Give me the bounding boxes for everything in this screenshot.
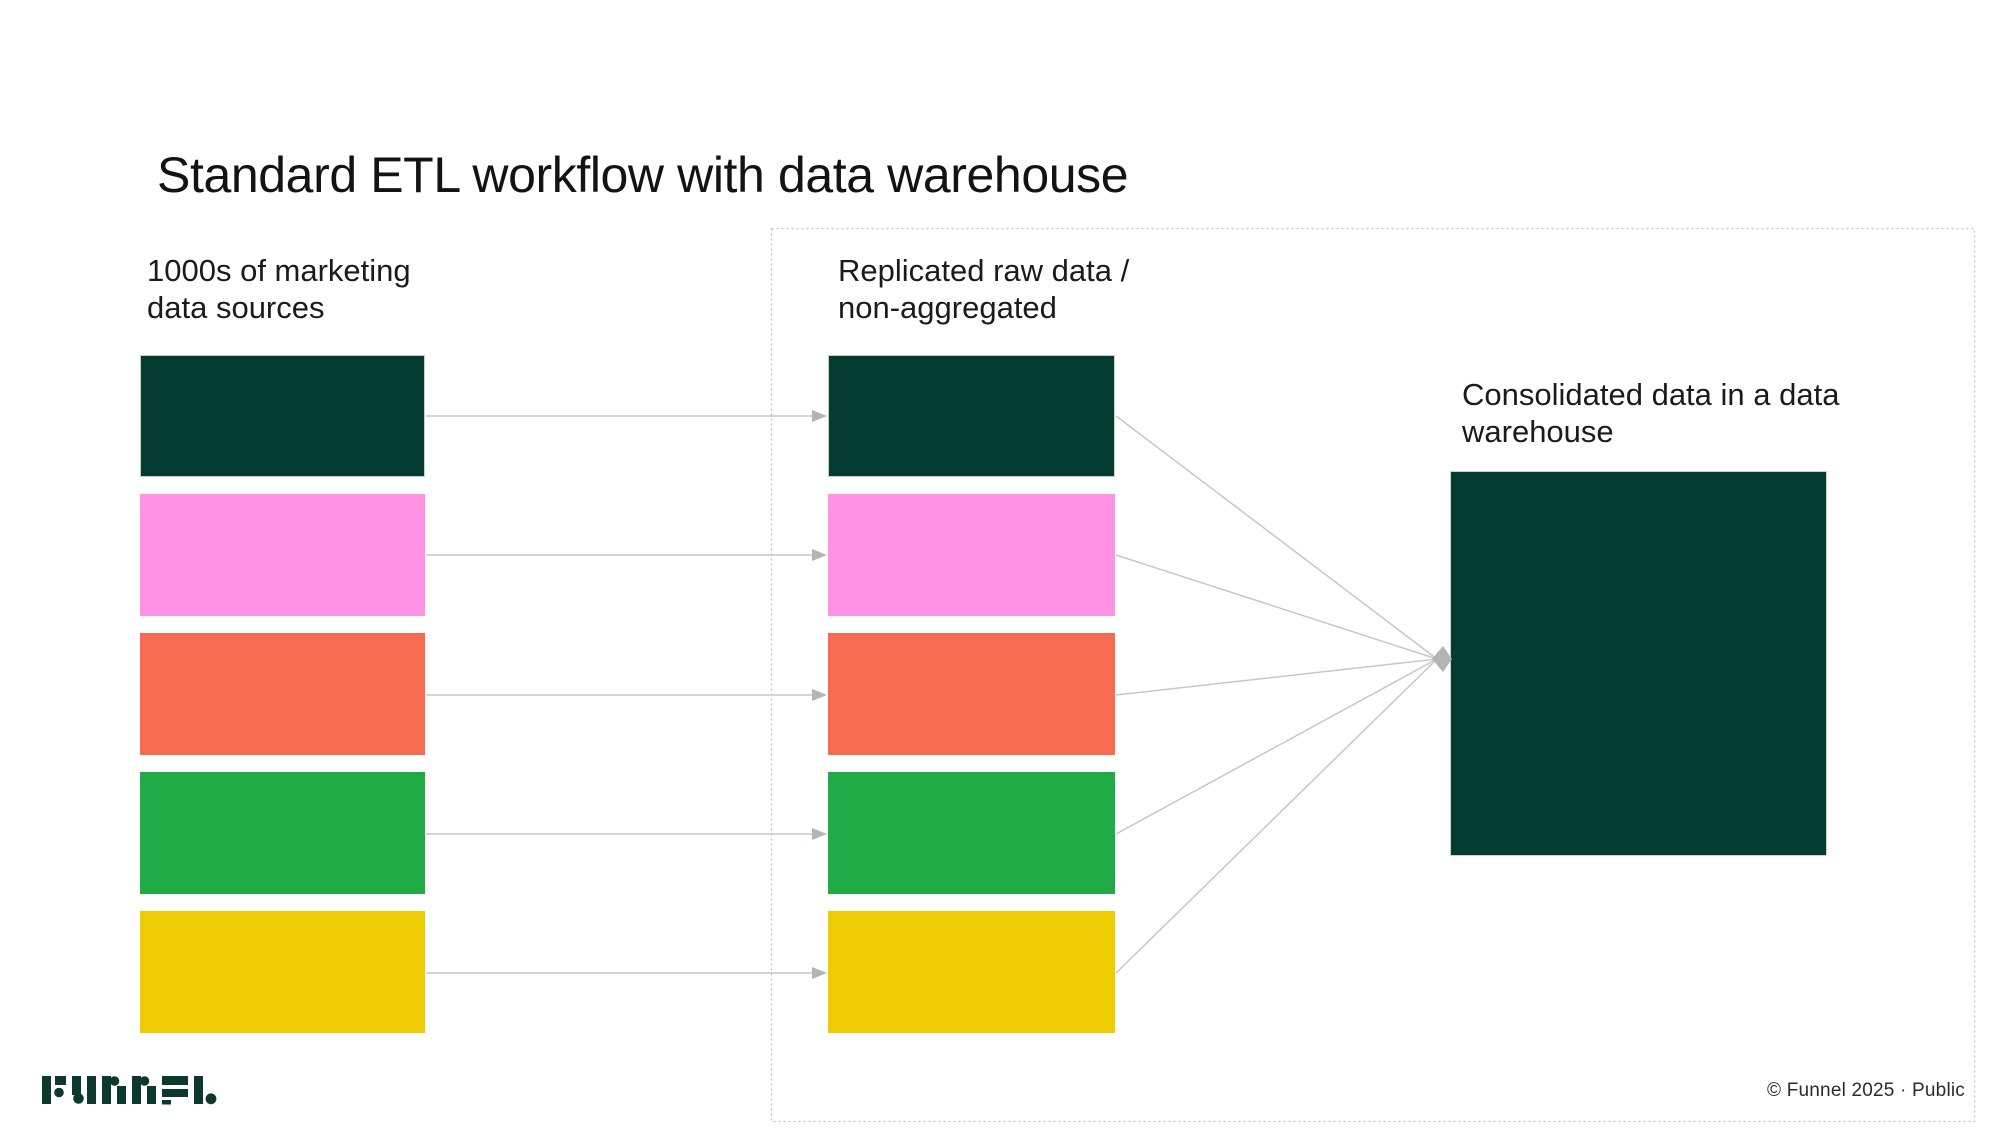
arrowhead-icon (812, 689, 827, 701)
source-block-dark-green (140, 355, 425, 477)
converge-arrowhead-icon (1432, 646, 1452, 672)
replicated-block-green (828, 772, 1115, 894)
source-blocks-column (140, 355, 425, 1033)
arrowhead-icon (812, 410, 827, 422)
replicated-label: Replicated raw data / non-aggregated (838, 253, 1130, 325)
replicated-block-orange (828, 633, 1115, 755)
warehouse-label: Consolidated data in a data warehouse (1462, 377, 1840, 449)
source-block-green (140, 772, 425, 894)
replica-to-warehouse-line (1115, 658, 1438, 974)
arrowhead-icon (812, 828, 827, 840)
arrowhead-icon (812, 967, 827, 979)
page-title: Standard ETL workflow with data warehous… (157, 147, 1129, 203)
source-block-orange (140, 633, 425, 755)
replicated-block-dark-green (828, 355, 1115, 477)
funnel-logo (42, 1076, 217, 1105)
sources-label: 1000s of marketing data sources (147, 253, 411, 325)
arrowhead-icon (812, 549, 827, 561)
copyright-text: © Funnel 2025 · Public (1767, 1080, 1965, 1101)
replica-to-warehouse-line (1115, 415, 1438, 660)
replica-to-warehouse-line (1115, 658, 1438, 696)
source-block-yellow (140, 911, 425, 1033)
replica-to-warehouse-line (1115, 658, 1438, 835)
replicated-block-yellow (828, 911, 1115, 1033)
replica-to-warehouse-line (1115, 554, 1438, 660)
replicated-blocks-column (828, 355, 1115, 1033)
replicated-block-pink (828, 494, 1115, 616)
warehouse-box (1450, 471, 1827, 856)
source-block-pink (140, 494, 425, 616)
